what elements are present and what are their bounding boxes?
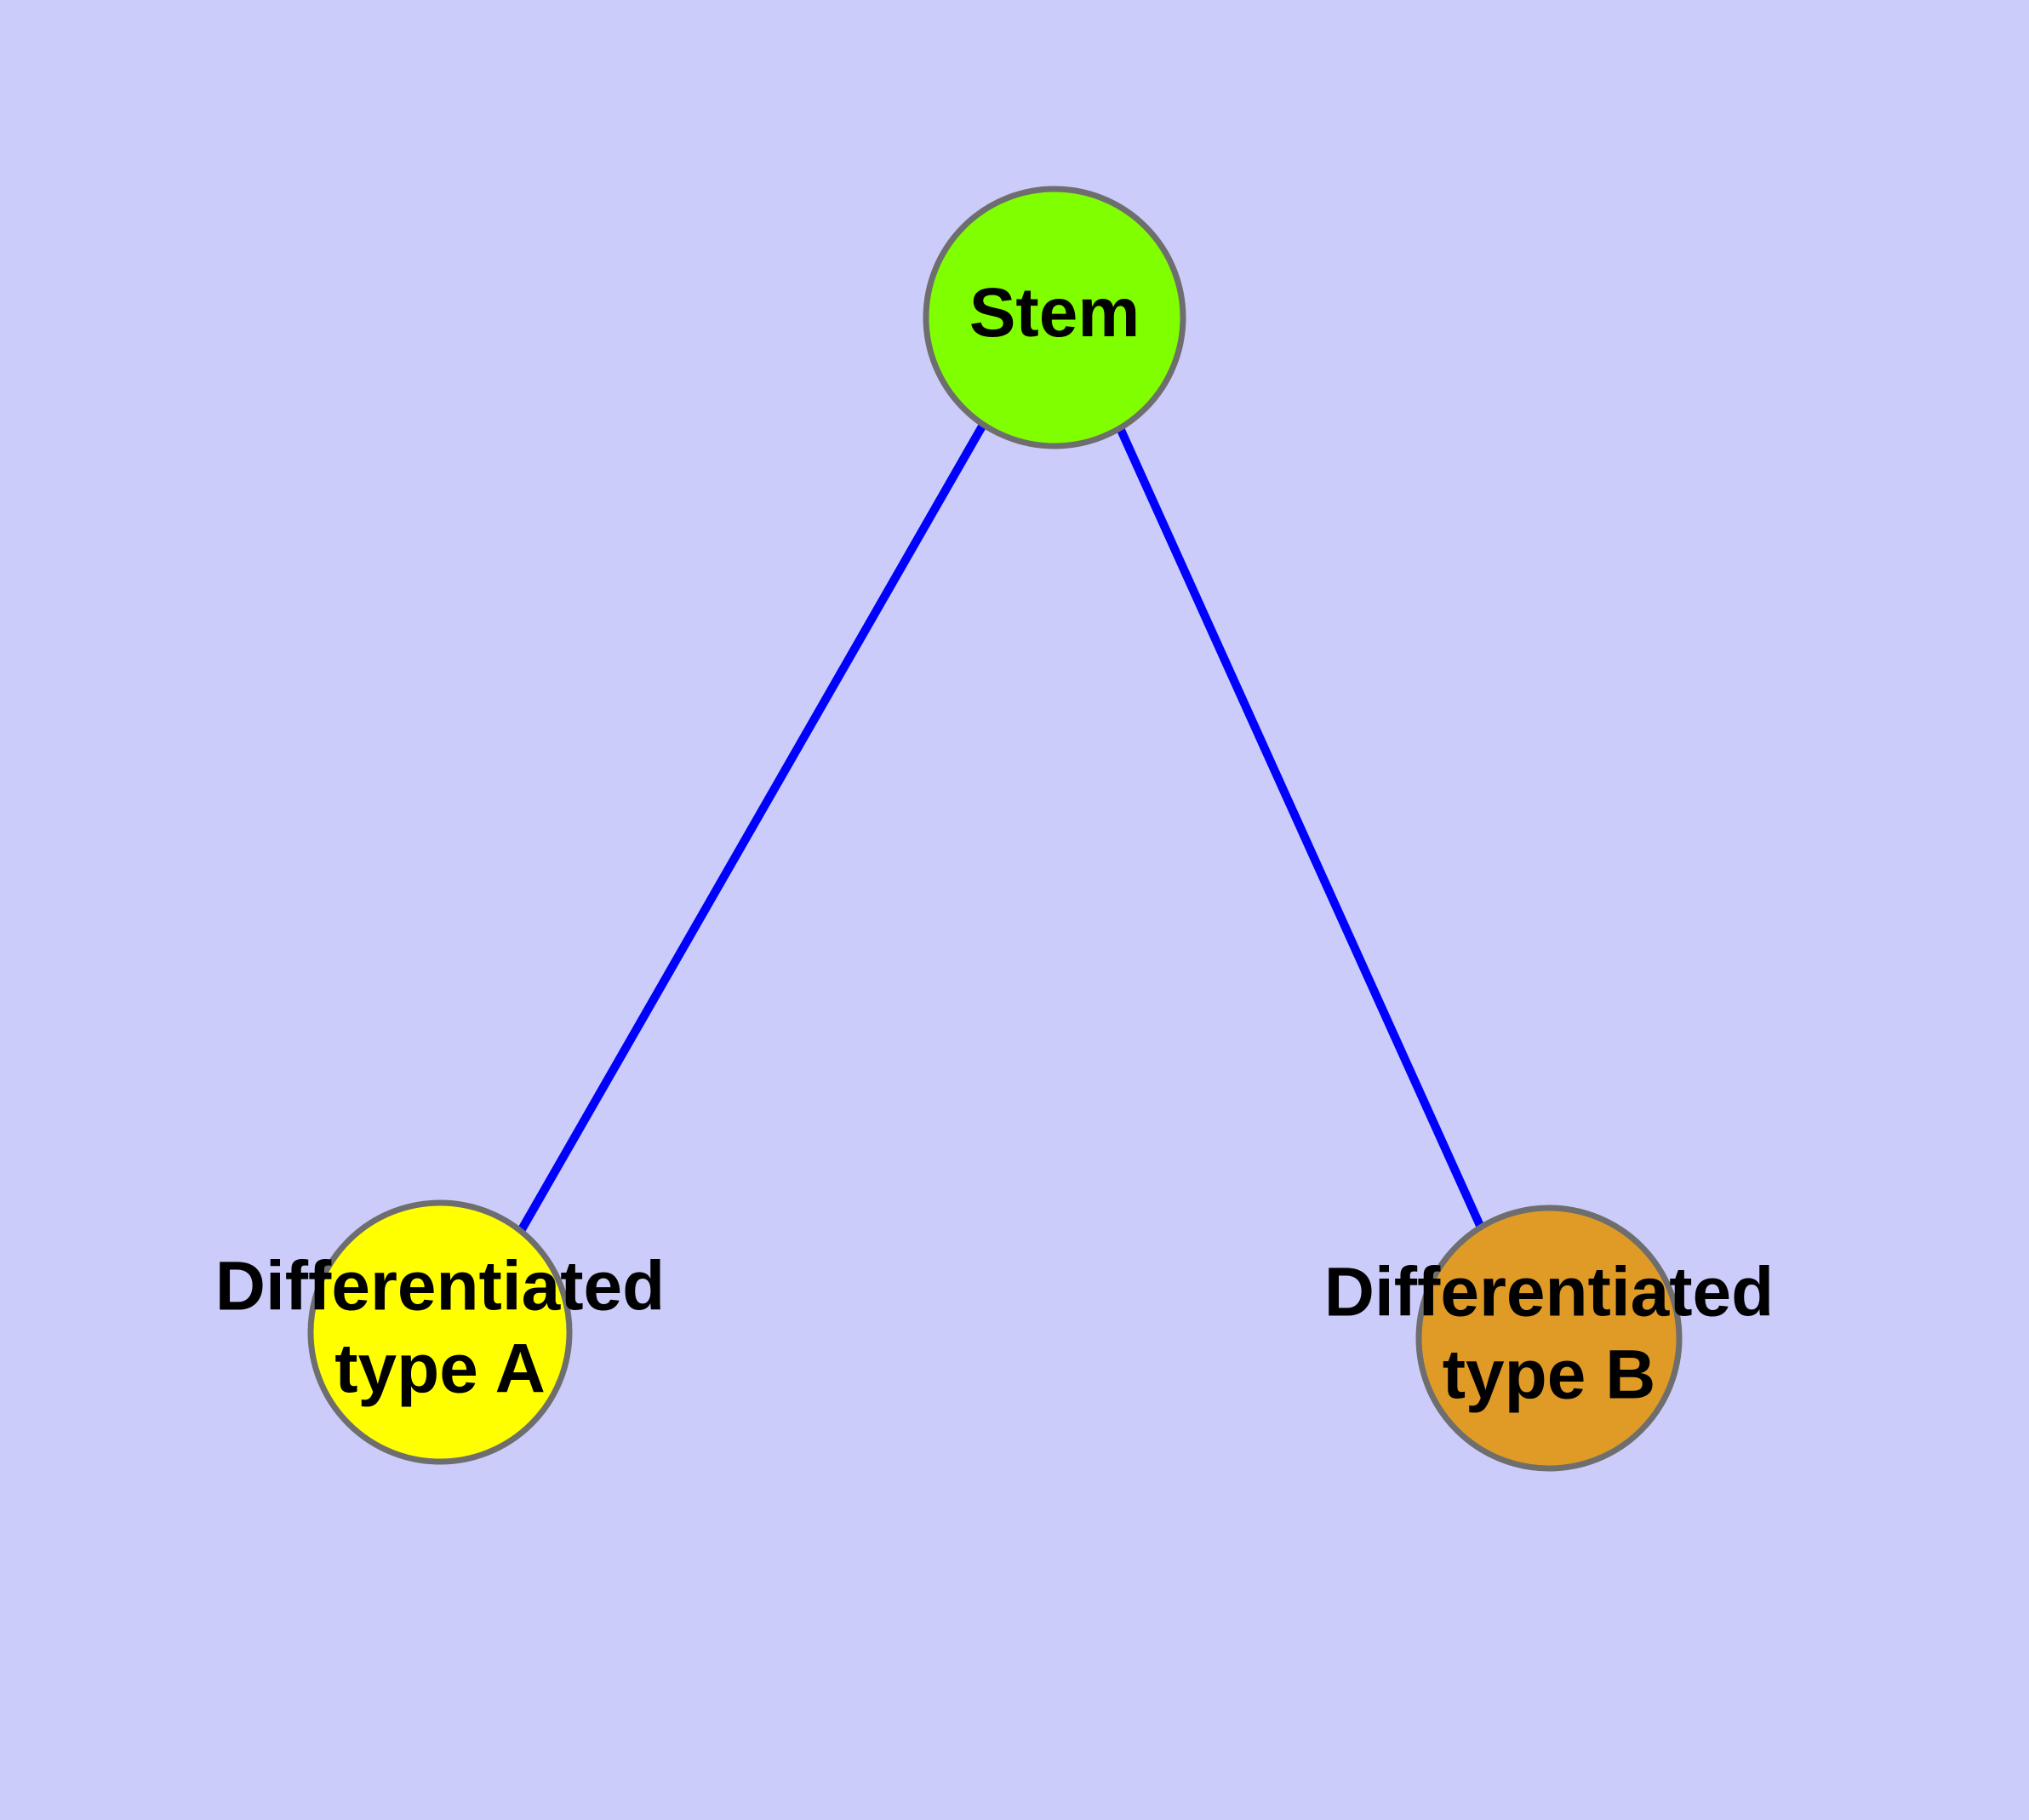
node-label-stem: Stem — [969, 274, 1140, 352]
graph-edge-stem-to-diff-a[interactable] — [517, 422, 987, 1233]
node-label-line-1: Stem — [969, 274, 1140, 352]
graph-edge-stem-to-diff-b[interactable] — [1112, 418, 1485, 1230]
node-circle-diff-a[interactable] — [307, 1199, 573, 1465]
node-label-line-2: type B — [1443, 1336, 1656, 1413]
node-label-line-1: Differentiated — [215, 1247, 666, 1325]
node-circle-stem[interactable] — [923, 186, 1186, 449]
graph-node-stem[interactable]: Stem — [923, 186, 1186, 449]
node-label-line-2: type A — [334, 1330, 546, 1407]
node-circle-diff-b[interactable] — [1415, 1205, 1683, 1472]
node-label-line-1: Differentiated — [1324, 1253, 1775, 1331]
edges-layer — [517, 418, 1485, 1233]
